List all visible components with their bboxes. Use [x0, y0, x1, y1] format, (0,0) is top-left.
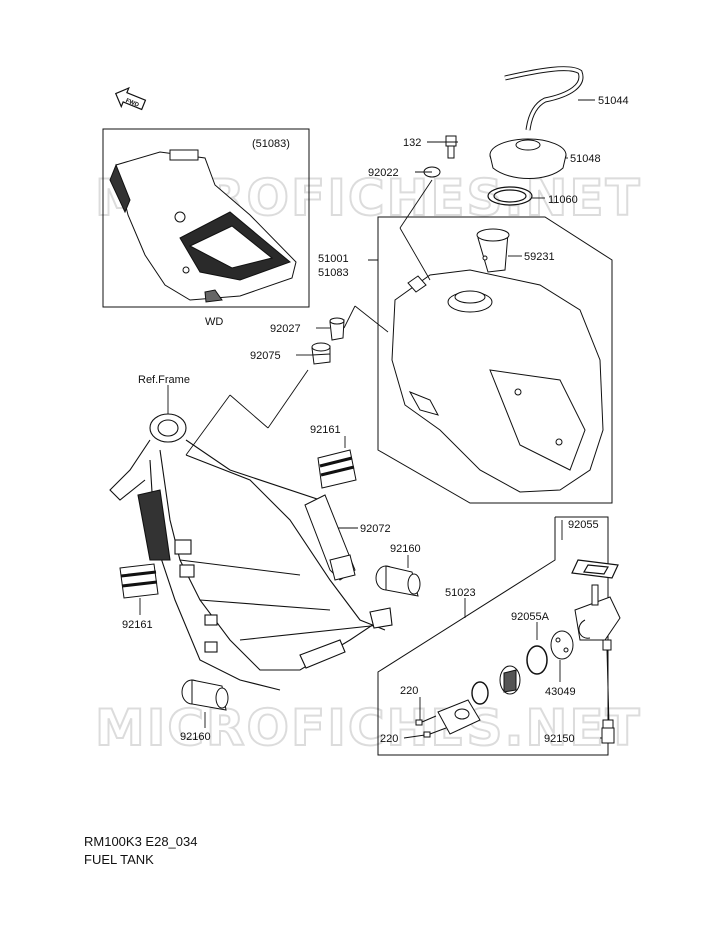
label-92161-upper: 92161 — [310, 424, 341, 436]
strap-92072-drawing — [304, 494, 356, 581]
label-92027: 92027 — [270, 323, 301, 335]
bushing-92161-upper-drawing — [317, 449, 357, 489]
plate-43049-drawing — [550, 630, 574, 660]
cock-bracket-box — [377, 516, 609, 756]
label-92022: 92022 — [368, 167, 399, 179]
diagram-code: RM100K3 E28_034 — [84, 834, 198, 849]
screws-220-drawing — [415, 715, 447, 738]
inset-tank-drawing — [109, 149, 297, 303]
label-220-lower: 220 — [380, 733, 398, 745]
filter-drawing — [476, 228, 510, 273]
svg-text:FWD: FWD — [125, 98, 141, 109]
label-92055A: 92055A — [511, 611, 550, 623]
label-92150: 92150 — [544, 733, 575, 745]
fuel-tank-drawing — [391, 269, 604, 493]
cover-plate-drawing — [437, 699, 481, 735]
bushing-92161-lower-drawing — [119, 563, 159, 599]
fwd-arrow-icon: FWD — [114, 86, 147, 111]
inset-box — [102, 128, 310, 308]
label-51023: 51023 — [445, 587, 476, 599]
label-92055: 92055 — [568, 519, 599, 531]
label-51044: 51044 — [598, 95, 629, 107]
label-92160-upper: 92160 — [390, 543, 421, 555]
inset-caption: WD — [205, 316, 223, 328]
inset-ref-label: (51083) — [252, 138, 290, 150]
label-132: 132 — [403, 137, 421, 149]
bushing-92160-lower-drawing — [181, 679, 229, 711]
bolt-132-drawing — [445, 135, 457, 159]
tank-bracket-box — [368, 216, 613, 504]
label-220-upper: 220 — [400, 685, 418, 697]
label-59231: 59231 — [524, 251, 555, 263]
oring-92055A-drawing — [526, 645, 548, 675]
fuel-cap-drawing — [489, 138, 567, 179]
label-92160-lower: 92160 — [180, 731, 211, 743]
damper-92075-drawing — [311, 342, 331, 365]
leader-lines — [139, 99, 608, 739]
diagram-title: FUEL TANK — [84, 852, 154, 867]
label-43049: 43049 — [545, 686, 576, 698]
gasket-92055-drawing — [571, 559, 619, 579]
oring-small-drawing — [471, 681, 489, 705]
fuel-hose-drawing — [504, 66, 584, 131]
label-92072: 92072 — [360, 523, 391, 535]
label-ref-frame: Ref.Frame — [138, 374, 190, 386]
label-92075: 92075 — [250, 350, 281, 362]
damper-92027-drawing — [329, 317, 345, 341]
frame-drawing — [109, 413, 393, 691]
lever-drawing — [499, 665, 521, 695]
watermark-bottom: MICROFICHES.NET — [95, 699, 642, 757]
bushing-92160-upper-drawing — [375, 565, 421, 597]
gasket-drawing — [487, 186, 533, 206]
label-51048: 51048 — [570, 153, 601, 165]
label-11060: 11060 — [548, 194, 578, 206]
label-51001: 51001 — [318, 253, 349, 265]
fuel-cock-drawing — [574, 584, 621, 744]
label-51083: 51083 — [318, 267, 349, 279]
label-92161-lower: 92161 — [122, 619, 153, 631]
